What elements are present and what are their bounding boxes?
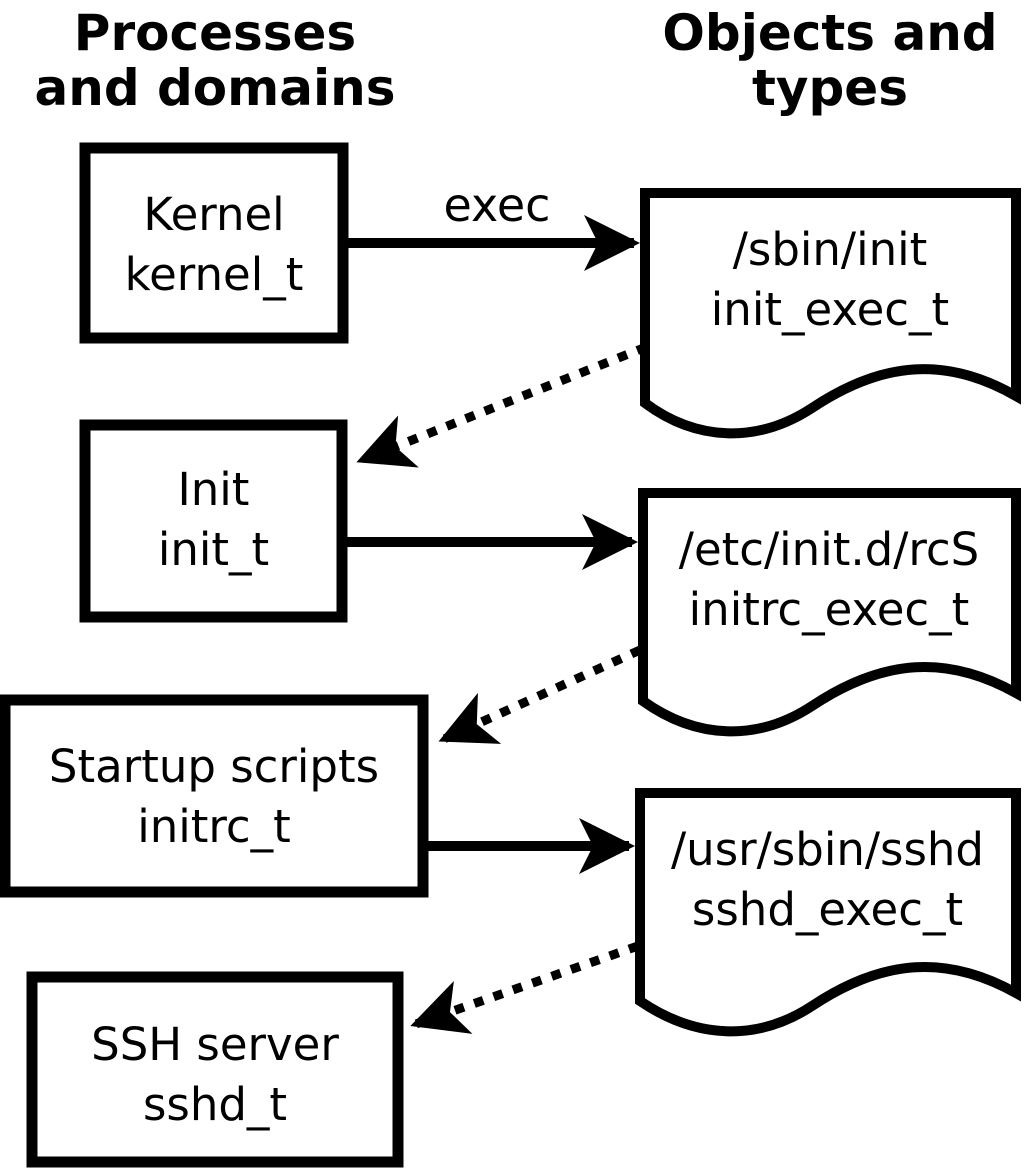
object-node-sbin-init-shape: [640, 188, 1021, 439]
object-node-usr-sbin-sshd-label: /usr/sbin/sshd sshd_exec_t: [671, 823, 984, 936]
transition-arrow-usr-sbin-sshd-to-ssh-server: [410, 941, 640, 1034]
process-node-init-label: Init init_t: [157, 463, 270, 576]
object-node-sbin-init-label: /sbin/init init_exec_t: [710, 223, 950, 336]
exec-edge-label: exec: [443, 178, 551, 232]
process-node-kernel-shape: [79, 142, 349, 344]
object-node-etc-initd-rcs-label: /etc/init.d/rcS initrc_exec_t: [678, 523, 980, 636]
column-header-processes-and-domains: Processes and domains: [34, 4, 396, 117]
object-node-usr-sbin-sshd-shape: [635, 788, 1021, 1037]
process-node-kernel-label: Kernel kernel_t: [124, 188, 304, 301]
process-node-startup-scripts-label: Startup scripts initrc_t: [48, 740, 380, 853]
transition-arrow-etc-initd-rcs-to-startup-scripts: [438, 645, 642, 744]
process-node-startup-scripts-shape: [0, 694, 429, 898]
column-header-objects-and-types: Objects and types: [662, 4, 998, 117]
transition-arrow-sbin-init-to-init: [356, 342, 648, 468]
object-node-etc-initd-rcs-shape: [638, 488, 1021, 737]
process-node-ssh-server-label: SSH server sshd_t: [91, 1018, 339, 1131]
process-node-init-shape: [79, 419, 348, 623]
process-node-ssh-server-shape: [26, 971, 404, 1168]
